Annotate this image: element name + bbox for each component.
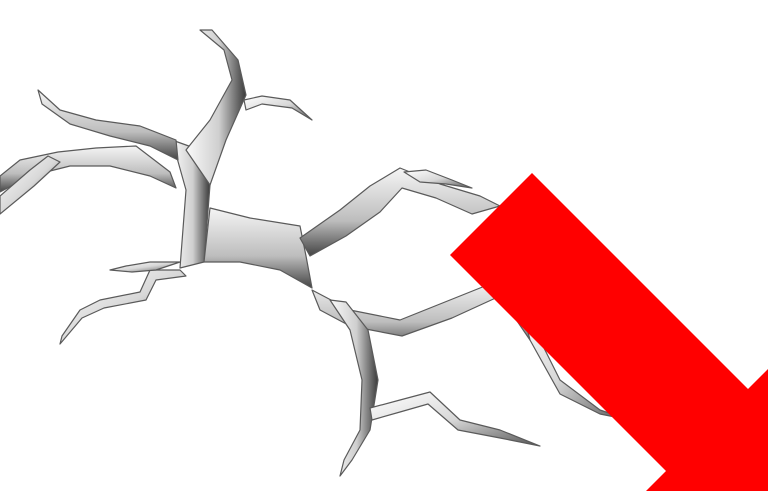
crack-branch-top xyxy=(185,29,247,186)
crack-illustration xyxy=(0,29,631,477)
crack-branch-left-upper xyxy=(37,89,179,161)
crack-central-gap xyxy=(203,207,313,289)
crack-branch-left-middle xyxy=(0,145,177,193)
crack-twig-bottom-right xyxy=(369,391,541,447)
crack-twig-bottom-left xyxy=(59,269,187,345)
crack-twig-left-small xyxy=(109,261,181,273)
crack-twig-right-upper xyxy=(403,169,473,189)
crack-branch-right-upper xyxy=(299,167,501,257)
arrow-down-right-icon xyxy=(450,173,768,491)
crack-twig-top-right xyxy=(243,95,313,121)
crack-twig-left-far xyxy=(0,155,61,215)
crack-branch-bottom xyxy=(329,299,379,477)
